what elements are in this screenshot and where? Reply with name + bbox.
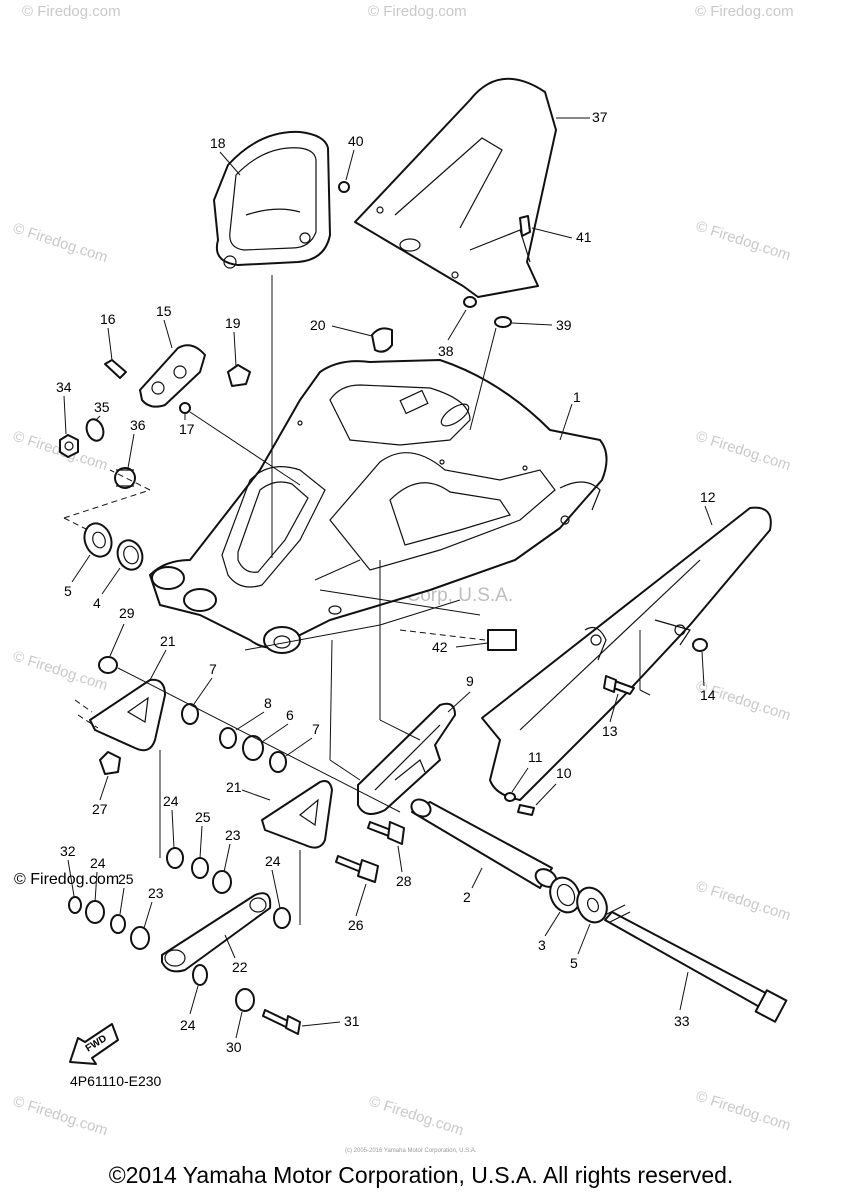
callout-7: 7 bbox=[209, 661, 217, 677]
callout-37: 37 bbox=[592, 109, 608, 125]
part-chain-guard bbox=[481, 506, 772, 801]
callout-7b: 7 bbox=[312, 721, 320, 737]
callout-24c: 24 bbox=[265, 853, 281, 869]
watermark: © Firedog.com bbox=[368, 3, 467, 20]
callout-36: 36 bbox=[130, 417, 146, 433]
diagram-code: 4P61110-E230 bbox=[70, 1073, 162, 1089]
callout-30: 30 bbox=[226, 1039, 242, 1055]
callout-21: 21 bbox=[160, 633, 176, 649]
fwd-arrow-icon: FWD bbox=[69, 1023, 119, 1065]
callout-34: 34 bbox=[56, 379, 72, 395]
watermark: © Firedog.com bbox=[367, 1093, 466, 1140]
callout-25: 25 bbox=[195, 809, 211, 825]
callout-24b: 24 bbox=[90, 855, 106, 871]
callout-29: 29 bbox=[119, 605, 135, 621]
watermark: © Firedog.com bbox=[11, 648, 110, 695]
copyright-footer: ©2014 Yamaha Motor Corporation, U.S.A. A… bbox=[108, 1162, 734, 1188]
part-bearings-right bbox=[549, 876, 608, 924]
guide-lines bbox=[63, 275, 651, 925]
callout-26: 26 bbox=[348, 917, 364, 933]
part-chain-slider bbox=[357, 702, 456, 815]
callout-23b: 23 bbox=[148, 885, 164, 901]
part-bracket-15 bbox=[104, 181, 531, 414]
callout-5b: 5 bbox=[570, 955, 578, 971]
callout-13: 13 bbox=[602, 723, 618, 739]
callout-12: 12 bbox=[700, 489, 716, 505]
callout-41: 41 bbox=[576, 229, 592, 245]
small-print: (c) 2005-2016 Yamaha Motor Corporation, … bbox=[345, 1148, 477, 1154]
watermark: © Firedog.com bbox=[694, 428, 793, 475]
callout-21b: 21 bbox=[226, 779, 242, 795]
watermark: © Firedog.com bbox=[11, 1093, 110, 1140]
callout-18: 18 bbox=[210, 135, 226, 151]
callout-38: 38 bbox=[438, 343, 454, 359]
callout-16: 16 bbox=[100, 311, 116, 327]
watermark: © Firedog.com bbox=[694, 1088, 793, 1135]
watermark: © Firedog.com bbox=[695, 3, 794, 20]
callout-28: 28 bbox=[396, 873, 412, 889]
part-bushings bbox=[68, 656, 291, 1012]
callout-20: 20 bbox=[310, 317, 326, 333]
watermark: © Firedog.com bbox=[694, 878, 793, 925]
callouts: 1 2 3 4 5 5 6 7 7 8 9 10 11 12 13 14 15 … bbox=[56, 109, 716, 1055]
callout-23: 23 bbox=[225, 827, 241, 843]
callout-15: 15 bbox=[156, 303, 172, 319]
callout-1: 1 bbox=[573, 389, 581, 405]
callout-2: 2 bbox=[463, 889, 471, 905]
part-nut-washer-bolt bbox=[59, 418, 136, 489]
callout-14: 14 bbox=[700, 687, 716, 703]
part-air-duct bbox=[213, 130, 331, 269]
part-axle-bolt bbox=[604, 904, 788, 1023]
callout-31: 31 bbox=[344, 1013, 360, 1029]
watermark: © Firedog.com bbox=[11, 220, 110, 267]
part-pivot-shaft bbox=[410, 798, 558, 889]
callout-32: 32 bbox=[60, 843, 76, 859]
part-bearings-left bbox=[83, 522, 144, 571]
callout-6: 6 bbox=[286, 707, 294, 723]
callout-40: 40 bbox=[348, 133, 364, 149]
callout-4: 4 bbox=[93, 595, 101, 611]
callout-24: 24 bbox=[163, 793, 179, 809]
callout-11: 11 bbox=[528, 749, 543, 765]
part-swingarm bbox=[149, 359, 608, 654]
callout-22: 22 bbox=[232, 959, 248, 975]
callout-33: 33 bbox=[674, 1013, 690, 1029]
callout-8: 8 bbox=[264, 695, 272, 711]
part-bolts bbox=[262, 638, 708, 1035]
callout-5: 5 bbox=[64, 583, 72, 599]
part-label-42 bbox=[487, 629, 517, 651]
callout-9: 9 bbox=[466, 673, 474, 689]
watermark: © Firedog.com bbox=[22, 3, 121, 20]
watermark-edge: © Firedog.com bbox=[14, 871, 119, 888]
callout-35: 35 bbox=[94, 399, 110, 415]
part-link-arm bbox=[161, 892, 272, 973]
callout-19: 19 bbox=[225, 315, 241, 331]
part-link-bracket bbox=[89, 678, 333, 849]
callout-39: 39 bbox=[556, 317, 572, 333]
watermark: © Firedog.com bbox=[694, 218, 793, 265]
callout-42: 42 bbox=[432, 639, 448, 655]
callout-24d: 24 bbox=[180, 1017, 196, 1033]
part-rear-fender bbox=[354, 77, 557, 298]
callout-27: 27 bbox=[92, 801, 108, 817]
callout-3: 3 bbox=[538, 937, 546, 953]
callout-25b: 25 bbox=[118, 871, 134, 887]
callout-10: 10 bbox=[556, 765, 572, 781]
callout-17: 17 bbox=[179, 421, 195, 437]
